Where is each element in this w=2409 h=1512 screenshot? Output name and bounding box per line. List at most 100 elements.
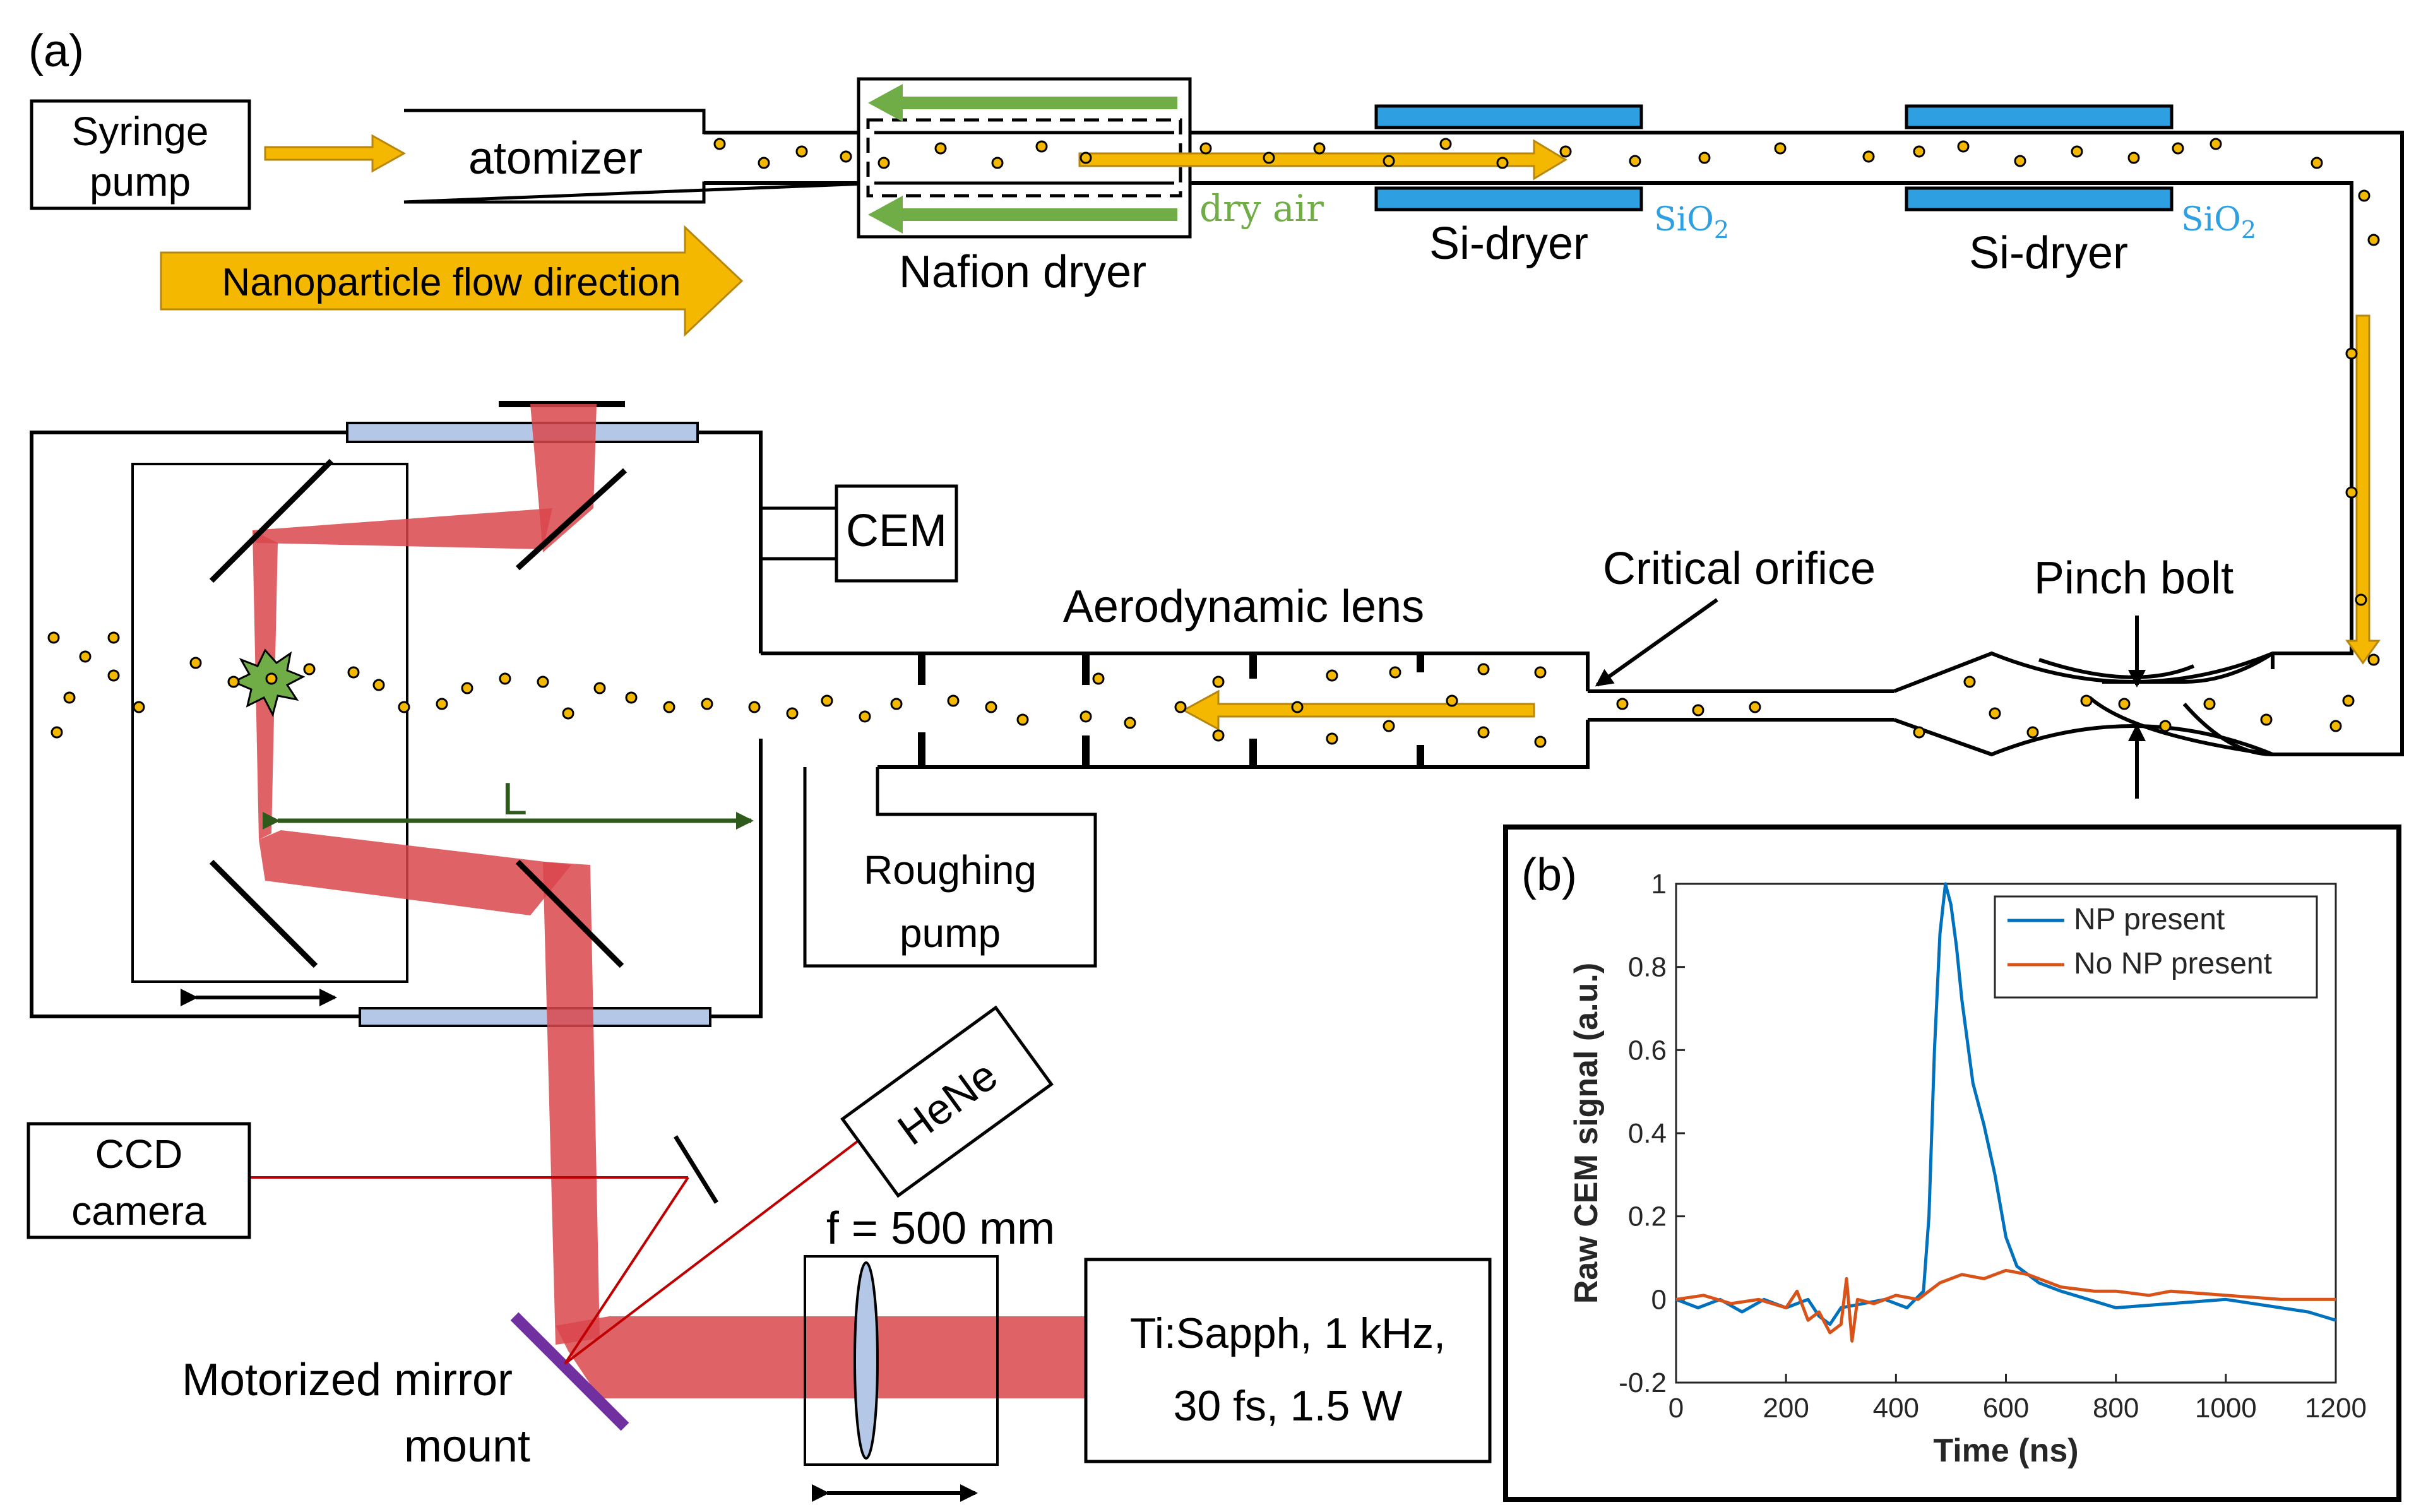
pinch-bolt-shape xyxy=(1893,651,2276,757)
distance-label: L xyxy=(502,774,527,824)
nanoparticle xyxy=(347,666,360,679)
hene-beams xyxy=(249,1122,882,1365)
nanoparticles xyxy=(47,138,2380,748)
nanoparticle xyxy=(1199,142,1212,155)
nanoparticle xyxy=(713,138,726,150)
panel-a-label: (a) xyxy=(28,26,84,76)
nanoparticle xyxy=(1477,726,1490,739)
nanoparticle xyxy=(79,650,92,663)
panel-b-label: (b) xyxy=(1521,850,1577,900)
nanoparticle xyxy=(63,691,76,704)
cem-label: CEM xyxy=(846,506,947,556)
nanoparticle xyxy=(1692,704,1704,717)
sio2-2-label: SiO xyxy=(2181,201,2241,239)
legend-entry: NP present xyxy=(2074,903,2225,936)
nanoparticle xyxy=(436,698,448,710)
nanoparticle xyxy=(133,701,145,713)
nanoparticle xyxy=(499,672,511,685)
syringe-label-2: pump xyxy=(90,159,191,205)
nanoparticle xyxy=(1749,701,1761,713)
nanoparticle xyxy=(107,631,120,644)
nanoparticle xyxy=(1496,157,1509,169)
nanoparticle xyxy=(1092,672,1105,685)
nanoparticle xyxy=(840,150,852,163)
nanoparticle xyxy=(890,698,903,710)
sio2-1-label: SiO xyxy=(1654,201,1714,239)
nanoparticle xyxy=(2355,593,2367,606)
tisapph-laser: Ti:Sapph, 1 kHz, 30 fs, 1.5 W xyxy=(1084,1258,1492,1463)
vertical-flow-arrow xyxy=(2345,314,2381,665)
x-tick-label: 400 xyxy=(1873,1393,1919,1424)
nanoparticle xyxy=(2311,157,2323,169)
y-tick-label: 0.4 xyxy=(1628,1118,1667,1149)
si-dryer-1-label: Si-dryer xyxy=(1429,218,1588,269)
nanoparticle xyxy=(1389,666,1401,679)
nanoparticle xyxy=(2367,234,2380,246)
flow-direction-arrow: Nanoparticle flow direction xyxy=(160,225,744,337)
mirror-bottom-left xyxy=(209,859,318,968)
nanoparticle xyxy=(1291,701,1304,713)
nanoparticle xyxy=(1957,140,1970,153)
ccd-label-2: camera xyxy=(71,1188,206,1234)
nanoparticle xyxy=(2358,189,2370,202)
pinch-section xyxy=(2038,652,2276,756)
y-tick-label: 0.6 xyxy=(1628,1035,1667,1066)
nanoparticle xyxy=(1559,145,1572,158)
si-dryer-2: Si-dryer SiO2 xyxy=(1905,104,2256,278)
nanoparticle xyxy=(1913,726,1925,739)
roughing-label-2: pump xyxy=(900,910,1001,956)
nanoparticle xyxy=(1774,142,1787,155)
cem-detector: CEM xyxy=(761,484,958,583)
nanoparticle xyxy=(991,157,1004,169)
nanoparticle xyxy=(934,142,947,155)
legend xyxy=(1994,895,2318,999)
nanoparticle xyxy=(1080,152,1092,164)
nanoparticle xyxy=(1913,145,1925,158)
nanoparticle xyxy=(701,698,713,710)
nanoparticle xyxy=(859,710,871,723)
nanoparticle xyxy=(1439,138,1452,150)
x-tick-label: 800 xyxy=(2093,1393,2139,1424)
aerodynamic-lens xyxy=(761,652,1590,769)
focusing-lens: f = 500 mm xyxy=(804,1203,1055,1502)
critical-orifice-label: Critical orifice xyxy=(1603,544,1876,594)
top-window xyxy=(346,422,699,443)
nanoparticle xyxy=(1616,698,1629,710)
svg-text:SiO2: SiO2 xyxy=(2181,201,2256,244)
atomizer-label: atomizer xyxy=(468,133,643,184)
nanoparticle xyxy=(1534,735,1547,748)
nanoparticle xyxy=(1326,669,1338,682)
syringe-pump: Syringe pump xyxy=(30,99,251,210)
y-tick-label: -0.2 xyxy=(1619,1367,1667,1398)
mirrors xyxy=(209,458,718,1204)
legend-entry: No NP present xyxy=(2074,947,2272,980)
nanoparticle xyxy=(2367,653,2380,666)
nanoparticle xyxy=(51,726,63,739)
nanoparticle xyxy=(1080,710,1092,723)
vacuum-chamber xyxy=(30,431,763,1018)
laser-label-1: Ti:Sapph, 1 kHz, xyxy=(1130,1309,1446,1357)
nanoparticle xyxy=(1212,729,1225,742)
motorized-mirror xyxy=(510,1312,629,1431)
hene-steer-mirror xyxy=(674,1135,718,1204)
x-tick-label: 0 xyxy=(1668,1393,1684,1424)
nanoparticle xyxy=(1035,140,1048,153)
nanoparticle xyxy=(2203,698,2216,710)
nanoparticle xyxy=(2260,713,2273,726)
nanoparticle xyxy=(877,157,890,169)
nanoparticle xyxy=(1124,717,1136,729)
nanoparticle xyxy=(47,631,60,644)
nafion-label: Nafion dryer xyxy=(899,247,1146,297)
nanoparticle xyxy=(1263,152,1275,164)
nanoparticle xyxy=(786,707,799,720)
mirror-top-right xyxy=(515,468,628,571)
nanoparticle xyxy=(227,676,240,688)
nanoparticle xyxy=(2345,486,2358,499)
nanoparticle xyxy=(2159,720,2172,732)
pinch-bolt-label: Pinch bolt xyxy=(2034,553,2234,604)
nanoparticle xyxy=(748,701,761,713)
y-tick-label: 0.8 xyxy=(1628,952,1667,983)
